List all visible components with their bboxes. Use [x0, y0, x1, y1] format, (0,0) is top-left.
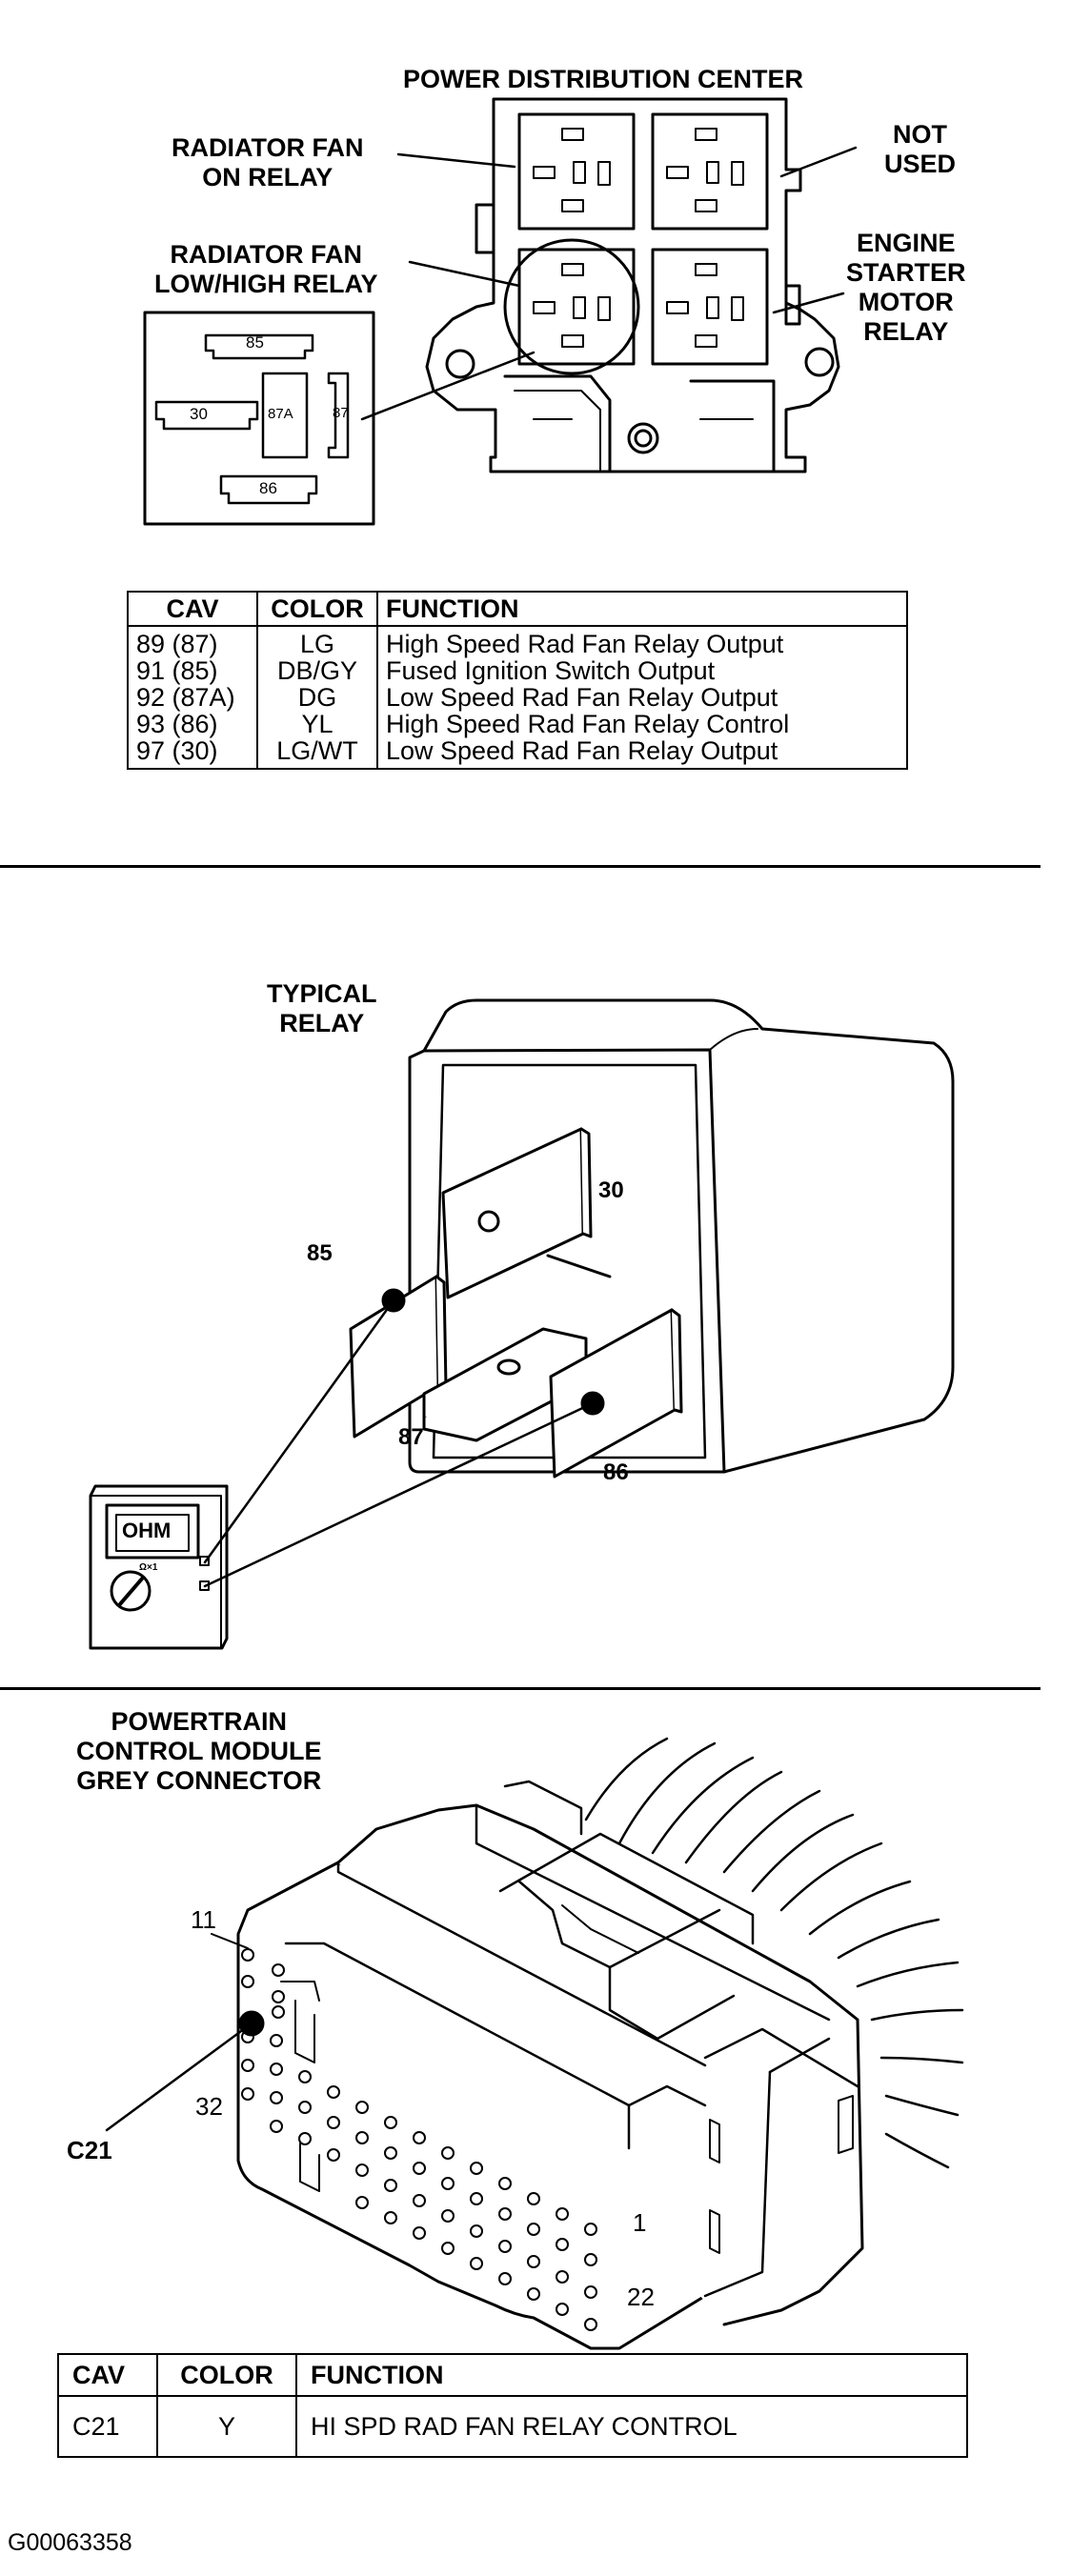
cell-color: DB/GY [256, 657, 378, 684]
typical-relay-title: TYPICAL RELAY [267, 979, 377, 1037]
header-cav: CAV [57, 2353, 158, 2397]
figure-reference-id: G00063358 [8, 2529, 132, 2556]
pcm-pin-number-leaders [211, 1933, 249, 1949]
pdc-leader-lines [360, 146, 858, 421]
cell-color: YL [256, 711, 378, 737]
header-color: COLOR [156, 2353, 297, 2397]
table-header-row: CAV COLOR FUNCTION [127, 591, 908, 627]
table-row: 97 (30) LG/WT Low Speed Rad Fan Relay Ou… [127, 737, 908, 770]
pcm-connector-title: POWERTRAIN CONTROL MODULE GREY CONNECTOR [76, 1707, 322, 1795]
cell-color: LG/WT [256, 737, 378, 770]
cell-function: Low Speed Rad Fan Relay Output [376, 684, 908, 711]
cell-cav: 97 (30) [127, 737, 258, 770]
table-header-row: CAV COLOR FUNCTION [57, 2353, 968, 2397]
cell-function: High Speed Rad Fan Relay Output [376, 626, 908, 657]
header-cav: CAV [127, 591, 258, 627]
cell-function: HI SPD RAD FAN RELAY CONTROL [295, 2395, 968, 2458]
pcm-wires [584, 1737, 964, 2169]
header-function: FUNCTION [295, 2353, 968, 2397]
table-row: 89 (87) LG High Speed Rad Fan Relay Outp… [127, 626, 908, 657]
relay-terminal-30 [441, 1127, 593, 1299]
cell-cav: C21 [57, 2395, 158, 2458]
table-row: 91 (85) DB/GY Fused Ignition Switch Outp… [127, 657, 908, 684]
pcm-pin-label-11: 11 [191, 1905, 216, 1934]
pdc-cavity-table: CAV COLOR FUNCTION 89 (87) LG High Speed… [127, 591, 908, 770]
inset-pin-87a: 87A [268, 406, 293, 422]
pdc-title: POWER DISTRIBUTION CENTER [403, 65, 804, 93]
cell-color: LG [256, 626, 378, 657]
pcm-pin-c21-marker [105, 2010, 265, 2132]
section-divider [0, 865, 1041, 868]
inset-pin-85: 85 [246, 333, 264, 352]
cell-cav: 92 (87A) [127, 684, 258, 711]
pcm-pin-label-32: 32 [195, 2092, 223, 2121]
pdc-housing [425, 97, 840, 473]
pcm-callout-c21: C21 [67, 2136, 112, 2164]
ohmmeter-range: Ω×1 [139, 1562, 158, 1573]
cell-color: DG [256, 684, 378, 711]
inset-pin-86: 86 [259, 479, 277, 497]
inset-pin-87: 87 [333, 405, 349, 421]
table-row: 92 (87A) DG Low Speed Rad Fan Relay Outp… [127, 684, 908, 711]
label-not-used: NOT USED [884, 120, 957, 178]
label-radiator-fan-low-high-relay: RADIATOR FAN LOW/HIGH RELAY [154, 240, 378, 298]
label-radiator-fan-on-relay: RADIATOR FAN ON RELAY [172, 133, 364, 191]
cell-function: High Speed Rad Fan Relay Control [376, 711, 908, 737]
terminal-label-30: 30 [598, 1177, 624, 1203]
pcm-pin-label-1: 1 [633, 2208, 647, 2237]
pdc-relay-radiator-fan-low-high [503, 238, 640, 375]
table-row: 93 (86) YL High Speed Rad Fan Relay Cont… [127, 711, 908, 737]
cell-function: Low Speed Rad Fan Relay Output [376, 737, 908, 770]
table-row: C21 Y HI SPD RAD FAN RELAY CONTROL [57, 2395, 968, 2458]
pdc-relay-not-used [651, 112, 769, 231]
inset-relay-box [143, 311, 375, 526]
ohmmeter-probes [203, 1288, 605, 1588]
inset-pin-30: 30 [190, 405, 208, 423]
terminal-label-86: 86 [603, 1459, 629, 1485]
cell-color: Y [156, 2395, 297, 2458]
pcm-connector-pins [241, 1948, 597, 2331]
pcm-pin-label-22: 22 [627, 2283, 655, 2311]
section-divider [0, 1687, 1041, 1690]
header-function: FUNCTION [376, 591, 908, 627]
terminal-label-87: 87 [398, 1424, 424, 1450]
cell-cav: 93 (86) [127, 711, 258, 737]
pdc-relay-radiator-fan-on [517, 112, 636, 231]
ohmmeter-display: OHM [122, 1519, 172, 1542]
cell-function: Fused Ignition Switch Output [376, 657, 908, 684]
pcm-cavity-table: CAV COLOR FUNCTION C21 Y HI SPD RAD FAN … [57, 2353, 968, 2458]
pdc-relay-engine-starter [651, 248, 769, 366]
pcm-connector-body [236, 1780, 864, 2350]
terminal-label-85: 85 [307, 1240, 333, 1266]
cell-cav: 89 (87) [127, 626, 258, 657]
ohmmeter [89, 1484, 229, 1650]
relay-terminal-86 [549, 1308, 683, 1479]
label-engine-starter-motor-relay: ENGINE STARTER MOTOR RELAY [846, 229, 966, 346]
header-color: COLOR [256, 591, 378, 627]
cell-cav: 91 (85) [127, 657, 258, 684]
